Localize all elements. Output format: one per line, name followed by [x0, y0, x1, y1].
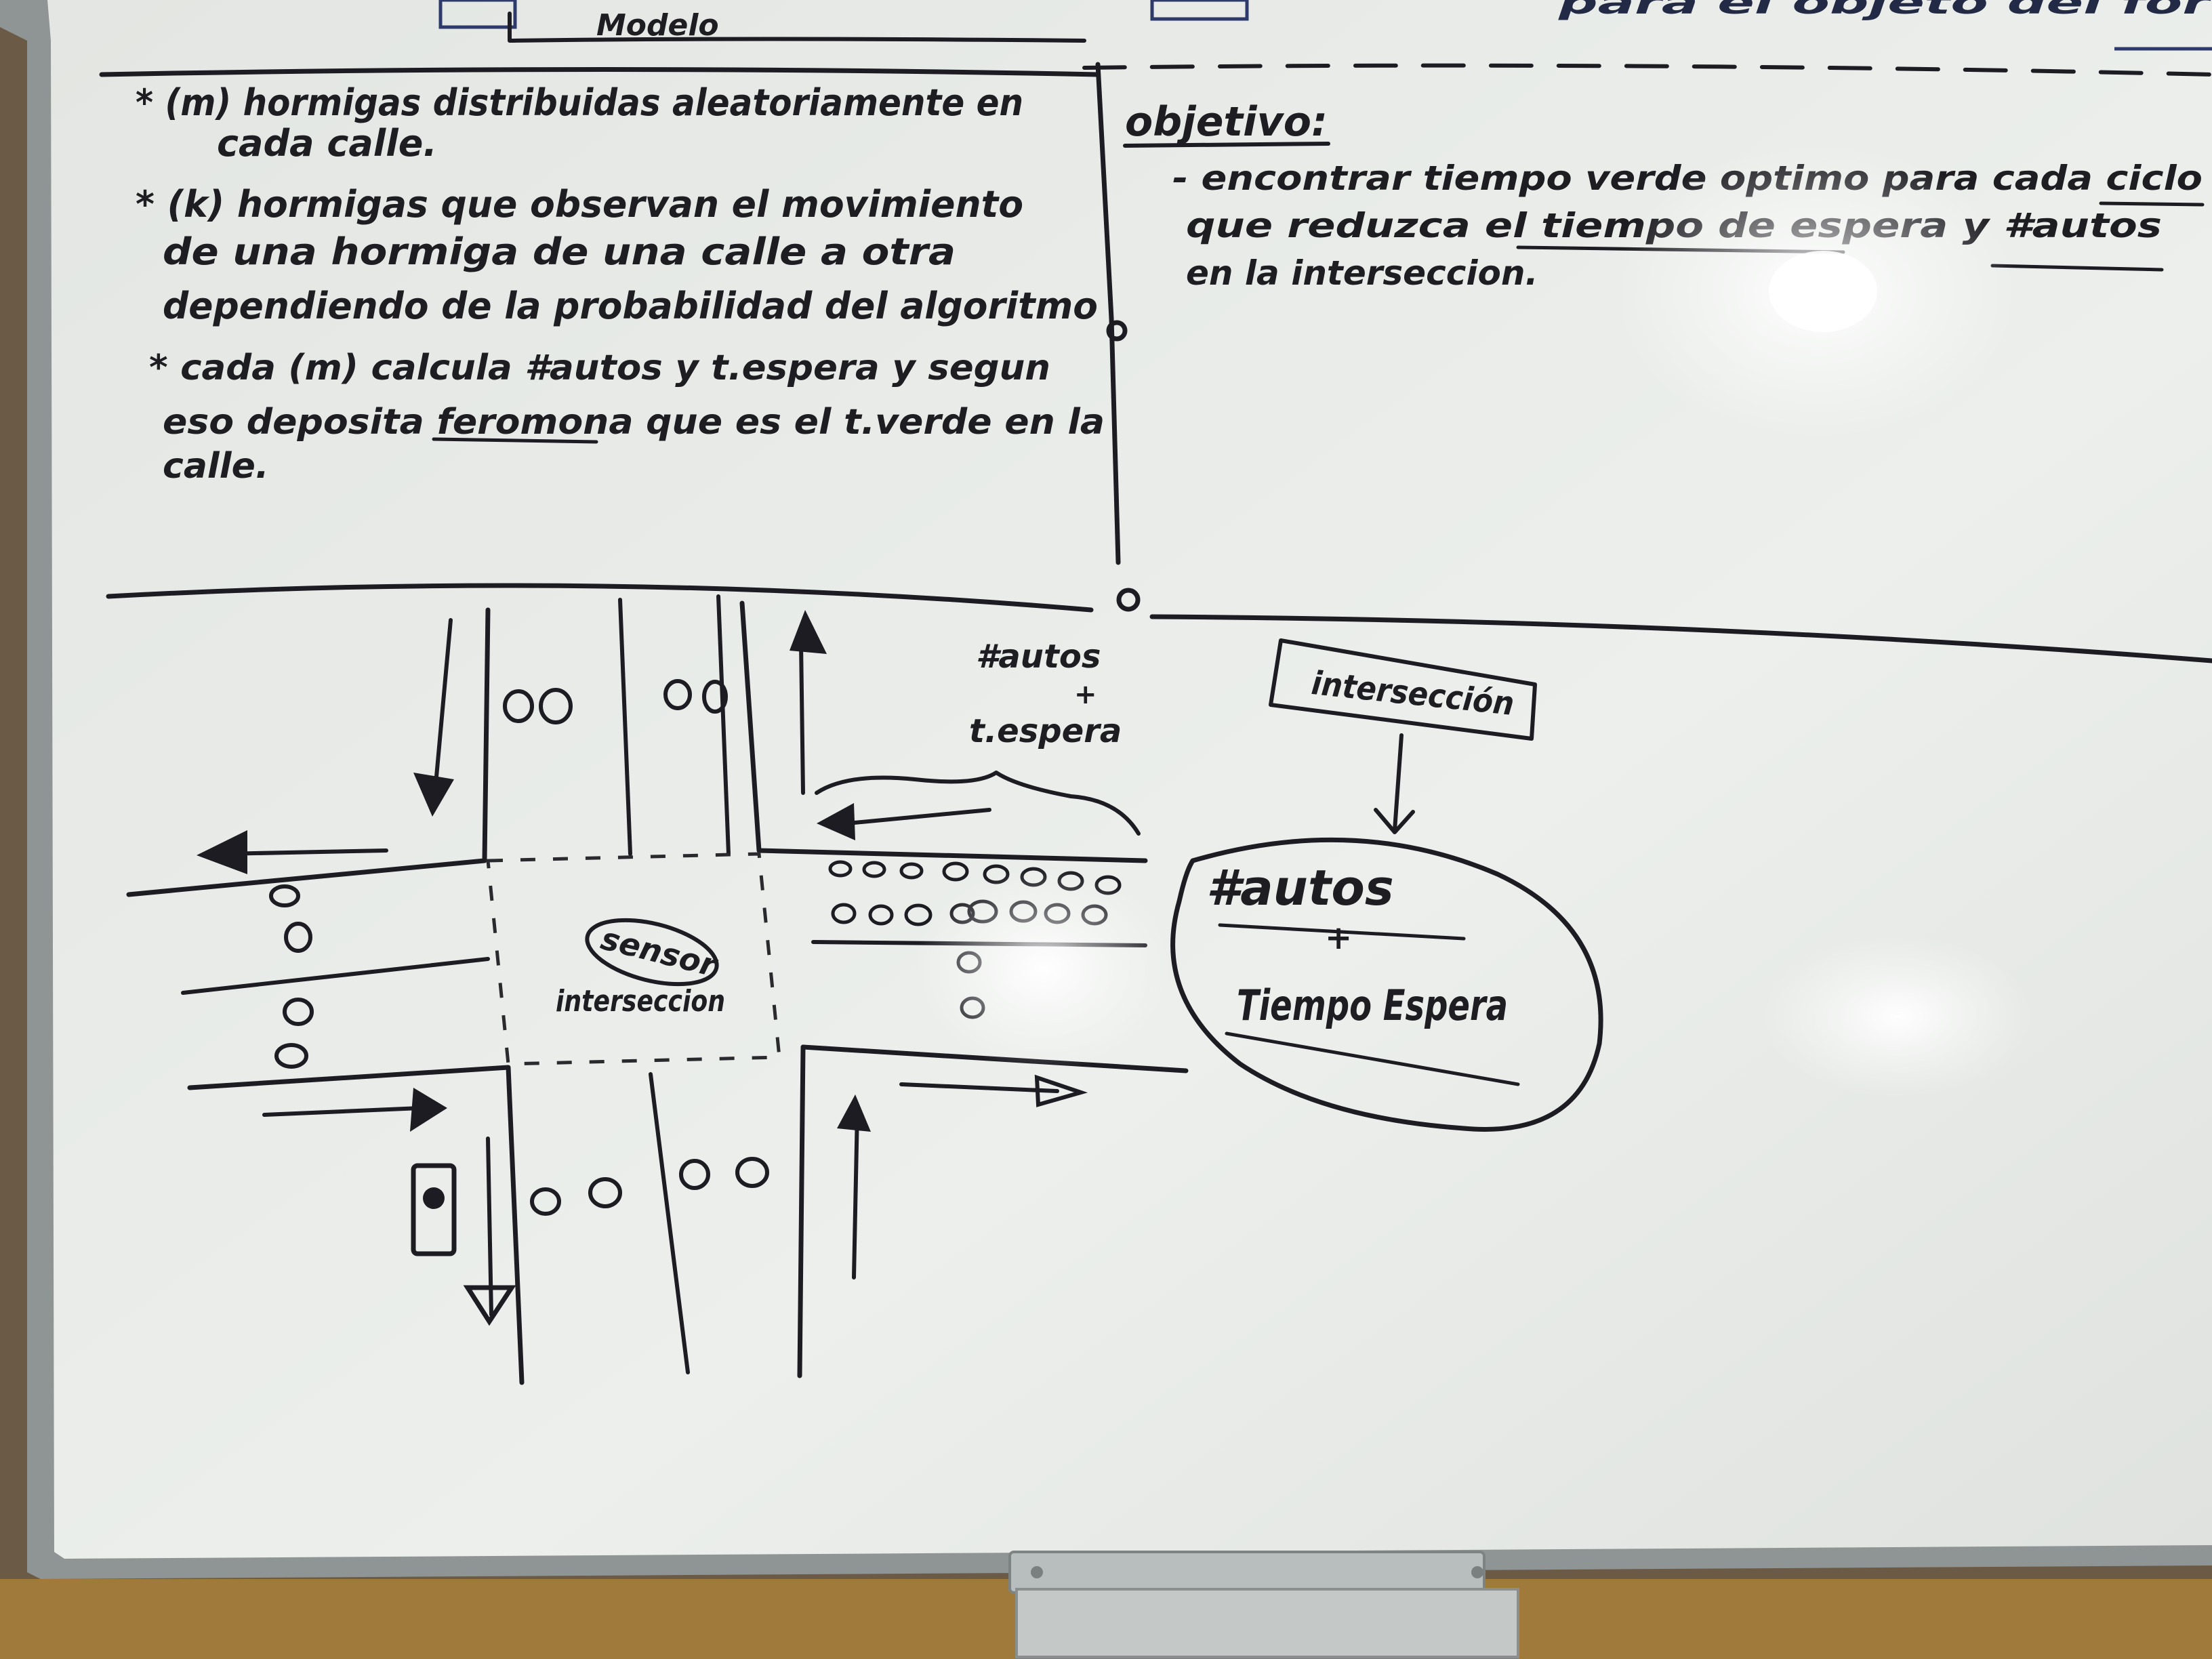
vertical-divider-top: [1095, 62, 1121, 565]
bullet-circle-2: [1116, 588, 1141, 612]
arrow-south2-head: [463, 1285, 516, 1326]
cars-west: [269, 884, 314, 1069]
objective-heading-underline: [1123, 142, 1330, 148]
intersection-label: interseccion: [556, 984, 725, 1019]
note-line-4: de una hormiga de una calle a otra: [163, 230, 956, 273]
arrow-east2-head: [1034, 1074, 1088, 1107]
callout-box: [1269, 638, 1537, 741]
note-line-6: * cada (m) calcula #autos y t.espera y s…: [149, 348, 1050, 388]
top-left-divider: [99, 67, 1101, 77]
modelo-tab-outline: [508, 12, 1086, 43]
light-glare-1-core: [1769, 251, 1877, 332]
arrow-east-head: [410, 1088, 447, 1132]
feromona-underline: [432, 437, 598, 444]
autos-underline: [1990, 264, 2164, 272]
car-icon: [828, 860, 853, 878]
car-icon: [539, 688, 573, 724]
car-icon: [284, 922, 312, 953]
car-icon: [503, 689, 534, 723]
arrow-east2-line: [899, 1082, 1059, 1093]
callout-arrow-line: [1393, 733, 1404, 832]
cars-north: [503, 679, 728, 724]
sensor-oval: [585, 918, 719, 987]
road-edge-ne: [739, 600, 1148, 863]
car-icon: [862, 861, 886, 878]
car-icon: [868, 904, 894, 926]
ellipse-tiempo-espera: Tiempo Espera: [1237, 981, 1508, 1030]
traffic-light-lamp: [423, 1187, 445, 1209]
annotation-autos: #autos: [976, 638, 1101, 676]
note-line-7: eso deposita feromona que es el t.verde …: [163, 402, 1105, 443]
bullet-circle-1: [1106, 320, 1128, 342]
arrow-south-head: [413, 773, 454, 817]
light-glare-2: [915, 867, 1172, 1071]
arrow-north2-head: [837, 1094, 871, 1132]
model-notes: * (m) hormigas distribuidas aleatoriamen…: [136, 81, 1105, 487]
ellipse-line-1: [1218, 923, 1466, 941]
annotation-espera: t.espera: [969, 712, 1122, 750]
note-line-3: * (k) hormigas que observan el movimient…: [136, 183, 1023, 226]
ellipse-plus: +: [1325, 919, 1352, 957]
road-edge-south-right: [797, 1044, 806, 1378]
intersection-box: [486, 852, 781, 1066]
road-lane-south: [649, 1072, 690, 1374]
car-icon: [899, 862, 924, 880]
light-glare-3: [1762, 935, 2033, 1098]
road-edge-sw: [187, 1065, 525, 1385]
car-icon: [831, 903, 857, 924]
annotation-plus: +: [1074, 679, 1097, 710]
car-icon: [904, 903, 933, 926]
car-icon: [269, 884, 300, 907]
arrow-north-head: [790, 610, 827, 654]
tab-icon-box-right: [1150, 0, 1249, 21]
car-icon: [588, 1177, 622, 1208]
car-icon: [283, 998, 314, 1026]
car-icon: [679, 1159, 710, 1190]
road-edge-nw: [126, 607, 491, 897]
objective-heading: objetivo:: [1125, 98, 1328, 146]
horizontal-divider-left: [106, 583, 1094, 613]
car-icon: [702, 680, 728, 714]
car-icon: [663, 679, 692, 710]
road-lane-north-1: [618, 598, 632, 856]
arrow-east-line: [262, 1106, 422, 1117]
top-right-divider: [1082, 63, 2212, 77]
arrow-south-line: [432, 618, 453, 808]
cars-south: [530, 1157, 769, 1216]
callout-arrow-head: [1374, 808, 1415, 834]
marker-tray: [1008, 1551, 1486, 1594]
car-icon: [735, 1157, 769, 1188]
note-line-8: calle.: [163, 446, 269, 487]
ellipse-line-2: [1225, 1031, 1520, 1086]
arrow-west2-head: [817, 803, 855, 840]
ciclo-underline: [2099, 201, 2205, 207]
note-line-5: dependiendo de la probabilidad del algor…: [163, 285, 1098, 327]
arrow-west-line: [222, 848, 388, 856]
objective-line-3: en la interseccion.: [1186, 253, 1538, 293]
tray-screw-right: [1471, 1566, 1483, 1578]
traffic-light-icon: [411, 1163, 457, 1256]
concept-ellipse: [1170, 837, 1603, 1132]
arrow-west2-line: [845, 808, 991, 825]
ellipse-autos: #autos: [1206, 859, 1394, 916]
road-lane-north-2: [716, 594, 731, 856]
car-icon: [530, 1187, 561, 1216]
car-icon: [274, 1043, 308, 1069]
modelo-tab-label: Modelo: [596, 8, 719, 43]
header-fragment: para el objeto del for: [1557, 0, 2212, 21]
car-icon: [942, 861, 969, 882]
arrow-north-line: [799, 642, 805, 795]
tray-bracket: [1015, 1588, 1519, 1658]
horizontal-divider-right: [1149, 614, 2212, 663]
annotation-brace: [815, 771, 1141, 836]
arrow-north2-line: [852, 1109, 859, 1279]
tray-screw-left: [1031, 1566, 1043, 1578]
road-lane-west: [181, 957, 490, 995]
tab-icon-box: [438, 0, 517, 29]
note-line-1: * (m) hormigas distribuidas aleatoriamen…: [136, 81, 1023, 124]
arrow-west-head: [197, 830, 247, 874]
note-line-2: cada calle.: [217, 122, 437, 165]
